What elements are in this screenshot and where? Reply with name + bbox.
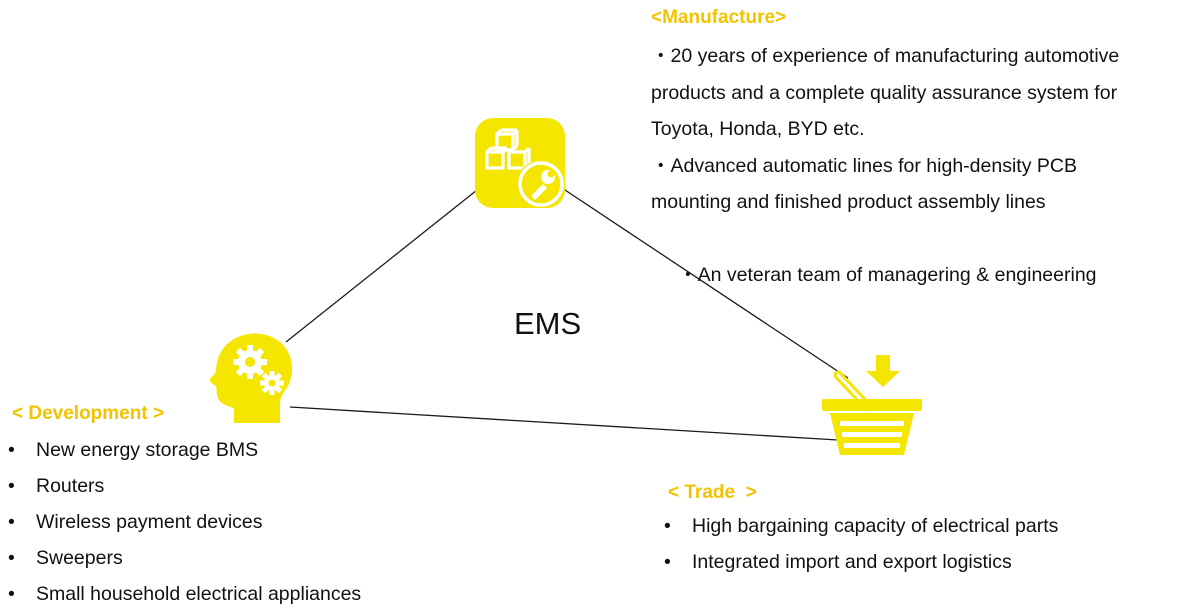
- manufacture-line: products and a complete quality assuranc…: [651, 81, 1118, 104]
- manufacture-line: ・Advanced automatic lines for high-densi…: [651, 154, 1077, 177]
- manufacture-line: ・An veteran team of managering & enginee…: [672, 264, 1097, 286]
- boxes-wrench-icon: [475, 118, 565, 208]
- manufacture-line: ・20 years of experience of manufacturing…: [651, 45, 1120, 67]
- list-item: Wireless payment devices: [8, 504, 361, 540]
- list-item: High bargaining capacity of electrical p…: [664, 508, 1058, 544]
- edge-development-trade: [289, 406, 839, 441]
- manufacture-item: ・20 years of experience of manufacturing…: [651, 38, 1191, 148]
- manufacture-list: ・20 years of experience of manufacturing…: [651, 38, 1191, 330]
- center-label-ems: EMS: [514, 306, 582, 341]
- manufacture-line: Toyota, Honda, BYD etc.: [651, 118, 865, 140]
- shopping-basket-icon: [822, 355, 922, 455]
- trade-heading: < Trade >: [668, 482, 757, 503]
- manufacture-line: mounting and finished product assembly l…: [651, 191, 1046, 213]
- list-item: Sweepers: [8, 540, 361, 576]
- head-gears-icon: [209, 333, 293, 423]
- manufacture-heading: <Manufacture>: [651, 7, 787, 28]
- list-item: New energy storage BMS: [8, 432, 361, 468]
- list-item: Routers: [8, 468, 361, 504]
- edge-manufacture-trade: [564, 189, 849, 379]
- trade-list: High bargaining capacity of electrical p…: [664, 508, 1058, 580]
- edge-manufacture-development: [285, 189, 478, 343]
- manufacture-item: ・An veteran team of managering & enginee…: [651, 221, 1191, 331]
- manufacture-item: ・Advanced automatic lines for high-densi…: [651, 148, 1191, 221]
- list-item: Integrated import and export logistics: [664, 544, 1058, 580]
- development-heading: < Development >: [12, 403, 165, 424]
- list-item: Small household electrical appliances: [8, 576, 361, 612]
- development-list: New energy storage BMS Routers Wireless …: [8, 432, 361, 612]
